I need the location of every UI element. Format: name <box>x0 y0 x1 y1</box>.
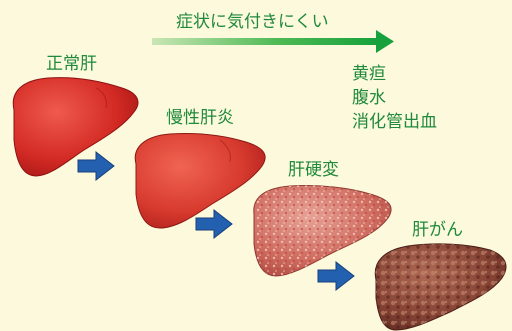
symptom-list: 黄疸 腹水 消化管出血 <box>352 62 437 134</box>
symptom-ascites: 腹水 <box>352 88 386 108</box>
stage-label-normal: 正常肝 <box>46 54 97 74</box>
stage-label-hepatitis: 慢性肝炎 <box>166 108 234 128</box>
symptom-jaundice: 黄疸 <box>352 64 386 84</box>
progression-label: 症状に気付きにくい <box>176 12 329 32</box>
stage-label-cirrhosis: 肝硬変 <box>288 160 339 180</box>
symptom-gi-bleeding: 消化管出血 <box>352 112 437 132</box>
stage-label-cancer: 肝がん <box>412 220 463 240</box>
